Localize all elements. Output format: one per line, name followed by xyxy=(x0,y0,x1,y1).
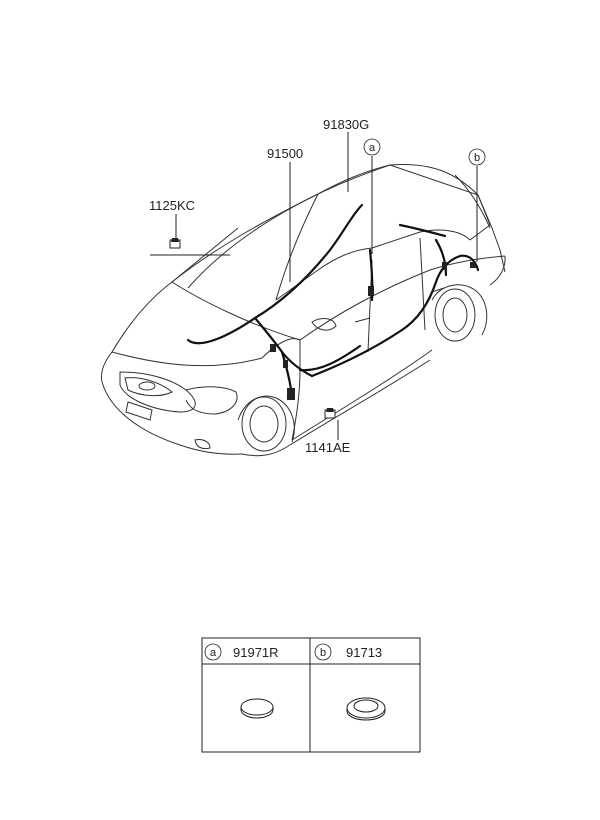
leader-lines xyxy=(150,132,478,440)
callout-b: b xyxy=(468,148,486,166)
callout-b-letter: b xyxy=(474,152,480,164)
label-91500: 91500 xyxy=(267,146,303,161)
parts-table: a 91971R b 91713 xyxy=(201,637,421,753)
bolt-1125kc-icon xyxy=(169,238,181,249)
bolt-1141ae-icon xyxy=(324,408,336,419)
label-1141ae: 1141AE xyxy=(305,440,351,455)
callout-a: a xyxy=(363,138,381,156)
wiring-harness xyxy=(186,203,480,400)
car-illustration xyxy=(101,163,506,457)
table-cell-b: b 91713 xyxy=(314,643,386,721)
table-cell-a-part: 91971R xyxy=(233,645,279,660)
label-91830g: 91830G xyxy=(323,117,369,132)
table-cell-b-letter: b xyxy=(320,647,326,659)
table-cell-b-part: 91713 xyxy=(346,645,382,660)
table-cell-a: a 91971R xyxy=(204,643,279,719)
cap-91971r-icon xyxy=(240,698,274,719)
table-cell-a-letter: a xyxy=(210,647,217,659)
label-1125kc: 1125KC xyxy=(149,198,195,213)
grommet-91713-icon xyxy=(346,697,386,721)
callout-a-letter: a xyxy=(369,142,376,154)
